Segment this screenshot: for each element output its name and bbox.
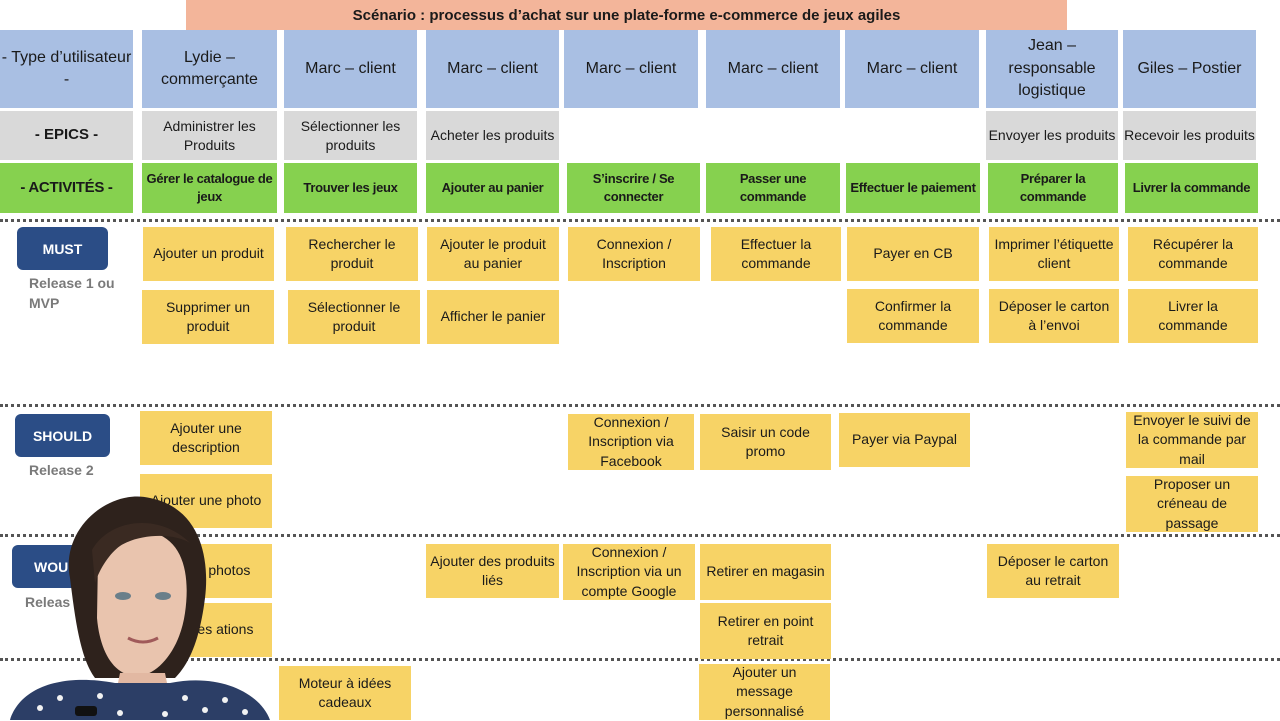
- user-type-4: Marc – client: [564, 30, 698, 108]
- sticky-note: Déposer le carton à l’envoi: [989, 289, 1119, 343]
- sticky-note: Payer en CB: [847, 227, 979, 281]
- sticky-note: Moteur à idées cadeaux: [279, 666, 411, 720]
- activity-1: Gérer le catalogue de jeux: [142, 163, 277, 213]
- sticky-note: Déposer le carton au retrait: [987, 544, 1119, 598]
- epic-3: Acheter les produits: [426, 111, 559, 160]
- sticky-note: Récupérer la commande: [1128, 227, 1258, 281]
- row-label-activities: - ACTIVITÉS -: [0, 163, 133, 213]
- activity-8: Livrer la commande: [1125, 163, 1258, 213]
- sticky-note: Connexion / Inscription: [568, 227, 700, 281]
- sticky-note: Ajouter une description: [140, 411, 272, 465]
- sticky-note: Connexion / Inscription via un compte Go…: [563, 544, 695, 600]
- sticky-note: Connexion / Inscription via Facebook: [568, 414, 694, 470]
- user-type-8: Giles – Postier: [1123, 30, 1256, 108]
- sticky-note: Supprimer un produit: [142, 290, 274, 344]
- row-label-user-type: - Type d’utilisateur -: [0, 30, 133, 108]
- activity-4: S’inscrire / Se connecter: [567, 163, 700, 213]
- sticky-note: Saisir un code promo: [700, 414, 831, 470]
- sticky-note: Ajouter un produit: [143, 227, 274, 281]
- user-type-1: Lydie – commerçante: [142, 30, 277, 108]
- release-label-should: Release 2: [29, 460, 119, 480]
- user-type-7: Jean – responsable logistique: [986, 30, 1118, 108]
- sticky-note: Livrer la commande: [1128, 289, 1258, 343]
- sticky-note: Proposer un créneau de passage: [1126, 476, 1258, 532]
- release-label-must: Release 1 ou MVP: [29, 273, 119, 314]
- sticky-note: Imprimer l’étiquette client: [989, 227, 1119, 281]
- sticky-note: Sélectionner le produit: [288, 290, 420, 344]
- sticky-note: Payer via Paypal: [839, 413, 970, 467]
- sticky-note: Rechercher le produit: [286, 227, 418, 281]
- row-label-epics: - EPICS -: [0, 111, 133, 160]
- sticky-note: Retirer en point retrait: [700, 603, 831, 659]
- activity-6: Effectuer le paiement: [846, 163, 980, 213]
- user-type-2: Marc – client: [284, 30, 417, 108]
- activity-3: Ajouter au panier: [426, 163, 559, 213]
- scenario-title: Scénario : processus d’achat sur une pla…: [186, 0, 1067, 30]
- user-type-5: Marc – client: [706, 30, 840, 108]
- separator-must: [0, 404, 1280, 407]
- activity-5: Passer une commande: [706, 163, 840, 213]
- epic-8: Recevoir les produits: [1123, 111, 1256, 160]
- activity-7: Préparer la commande: [988, 163, 1118, 213]
- sticky-note: Ajouter le produit au panier: [427, 227, 559, 281]
- sticky-note: Afficher le panier: [427, 290, 559, 344]
- priority-badge-must: MUST: [17, 227, 108, 270]
- user-type-3: Marc – client: [426, 30, 559, 108]
- presenter-webcam-image: [0, 488, 280, 720]
- sticky-note: Ajouter des produits liés: [426, 544, 559, 598]
- epic-7: Envoyer les produits: [986, 111, 1118, 160]
- sticky-note: Retirer en magasin: [700, 544, 831, 600]
- sticky-note: Ajouter un message personnalisé: [699, 664, 830, 720]
- separator-activities: [0, 219, 1280, 222]
- priority-badge-should: SHOULD: [15, 414, 110, 457]
- epic-1: Administrer les Produits: [142, 111, 277, 160]
- epic-2: Sélectionner les produits: [284, 111, 417, 160]
- sticky-note: Envoyer le suivi de la commande par mail: [1126, 412, 1258, 468]
- sticky-note: Confirmer la commande: [847, 289, 979, 343]
- user-type-6: Marc – client: [845, 30, 979, 108]
- sticky-note: Effectuer la commande: [711, 227, 841, 281]
- activity-2: Trouver les jeux: [284, 163, 417, 213]
